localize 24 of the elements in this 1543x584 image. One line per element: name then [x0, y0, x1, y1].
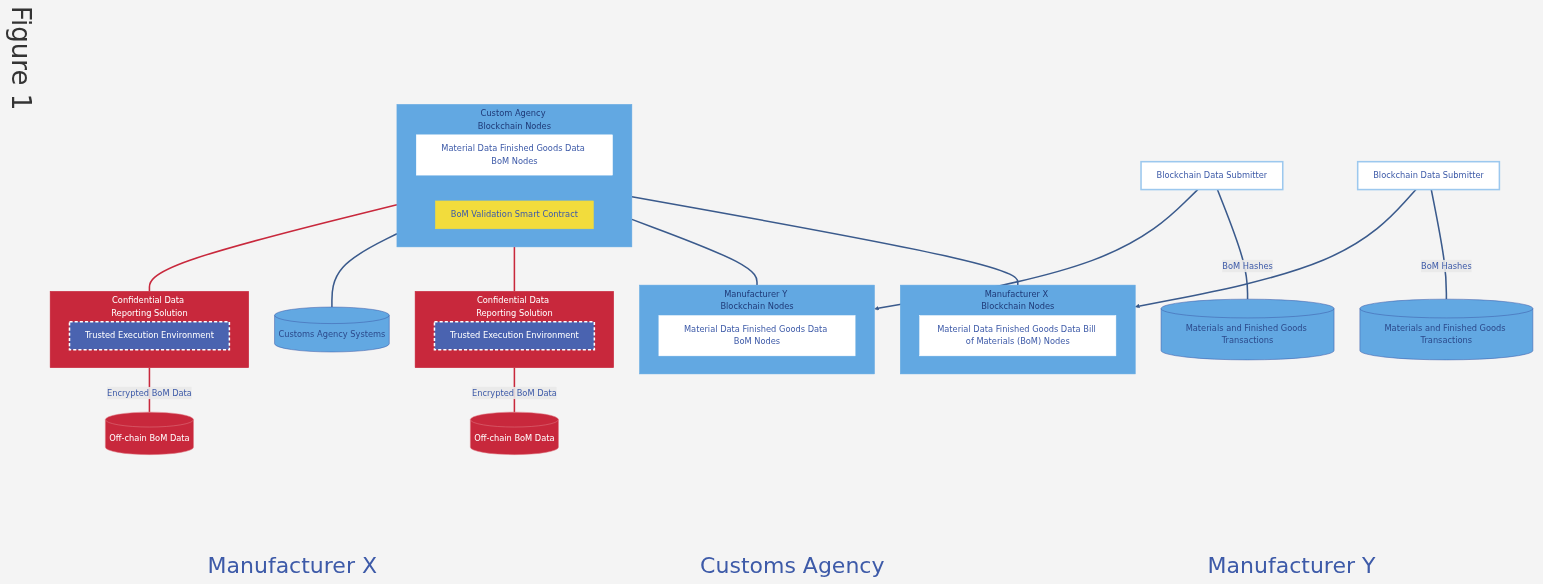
connector [148, 203, 398, 293]
edge-label: BoM Hashes [1421, 260, 1472, 271]
edge-label: Encrypted BoM Data [471, 387, 557, 398]
column-label: Customs Agency [700, 553, 885, 578]
figure-label: Figure 1 [6, 6, 36, 113]
node-box: Blockchain Data Submitter [1356, 160, 1501, 191]
connector [331, 233, 398, 308]
node-box: Trusted Execution Environment [68, 321, 231, 351]
arrow [1135, 188, 1417, 309]
node-box: Material Data Finished Goods Data BoM Nodes [416, 134, 613, 176]
node-box: BoM Validation Smart Contract [435, 200, 594, 230]
edge-label: BoM Hashes [1222, 260, 1273, 271]
node-box: Blockchain Data Submitter [1140, 160, 1284, 191]
column-label: Manufacturer Y [1207, 553, 1376, 578]
connector [631, 218, 758, 286]
connector [1216, 188, 1249, 300]
connector [513, 246, 516, 293]
node-box: Trusted Execution Environment [433, 321, 596, 351]
node-box: Material Data Finished Goods Data BoM Nodes [658, 315, 856, 357]
connector [631, 195, 1019, 286]
edge-label: Encrypted BoM Data [106, 387, 192, 398]
connector [1430, 188, 1448, 300]
node-box: Material Data Finished Goods Data Bill of Materials (BoM) Nodes [919, 315, 1117, 357]
column-label: Manufacturer X [207, 553, 377, 578]
